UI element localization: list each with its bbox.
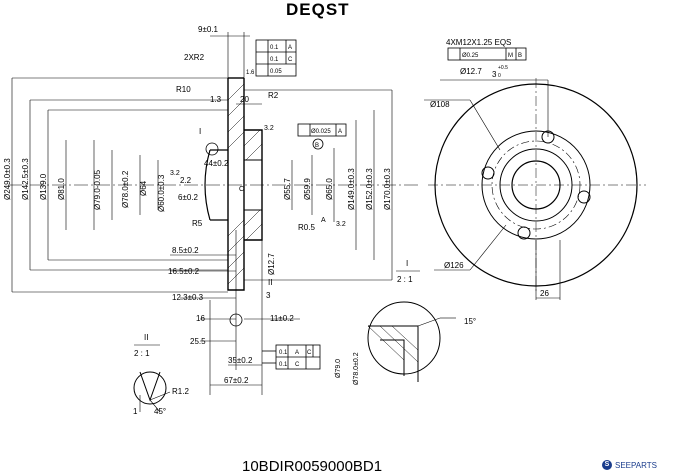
dia-78: Ø78.0±0.2: [121, 170, 130, 208]
tol-top-1: 0.1: [270, 45, 279, 51]
dim-3-2-inner: 3.2: [170, 170, 180, 177]
thread-spec: 4XM12X1.25 EQS: [446, 38, 511, 47]
detail-i-scale: 2 : 1: [397, 275, 413, 284]
detail-i-label: I: [406, 259, 408, 268]
seeparts-logo-icon: S: [602, 460, 612, 470]
position-tol-mmc: M: [508, 53, 513, 59]
dim-3-2: 3.2: [264, 125, 274, 132]
counterbore-tol-upper: +0.5: [498, 65, 508, 71]
detail-i-marker: [205, 142, 219, 156]
dia-152: Ø152.0±0.3: [365, 168, 374, 210]
dim-3-2-right: 3.2: [336, 221, 346, 228]
dim-r2: R2: [268, 91, 279, 100]
dim-35: 35±0.2: [228, 356, 253, 365]
part-number: 10BDIR0059000BD1: [242, 458, 383, 475]
tol-bot-datum-c2: C: [295, 362, 300, 368]
runout-value: Ø0.025: [311, 129, 331, 135]
tol-top-2: 0.1: [270, 57, 279, 63]
left-dim-lines: [11, 77, 228, 293]
bolt-holes: [481, 130, 591, 240]
dim-16-5: 16.5±0.2: [168, 267, 200, 276]
dia-139: Ø139.0: [39, 173, 48, 200]
width-26: 26: [540, 289, 549, 298]
runout-datum: A: [338, 129, 342, 135]
dim-44: 44±0.2: [204, 159, 229, 168]
tol-top-datum-c: C: [288, 57, 293, 63]
tol-bot-datum-a: A: [295, 350, 299, 356]
hub-bore: [243, 159, 263, 211]
dim-11: 11±0.2: [270, 314, 294, 323]
section-hatching: [227, 83, 263, 285]
datum-a-label: A: [321, 217, 326, 224]
dia-55-7: Ø55.7: [283, 178, 292, 200]
dim-25-5: 25.5: [190, 337, 206, 346]
detail-ii-label: II: [144, 333, 148, 342]
dim-20: 20: [240, 95, 249, 104]
section-marker-i: I: [199, 127, 201, 136]
dia-65: Ø65.0: [325, 178, 334, 200]
detail-ii-radius: R1.2: [172, 387, 189, 396]
dia-170: Ø170.0±0.3: [383, 168, 392, 210]
dim-dia-79-lower: Ø79.0: [335, 359, 342, 378]
detail-i-view: [367, 301, 456, 382]
dia-81: Ø81.0: [57, 178, 66, 200]
tol-top-datum-a: A: [288, 45, 292, 51]
front-dim-lines: [424, 79, 561, 300]
tol-bot-1: 0.1: [279, 350, 288, 356]
seeparts-watermark: S SEEPARTS: [602, 460, 657, 470]
top-dim-lines: [210, 32, 262, 105]
tolerance-frame-bottom: [262, 344, 321, 370]
counterbore-dia: Ø12.7: [460, 67, 482, 76]
detail-ii-scale: 2 : 1: [134, 349, 150, 358]
dim-12-3: 12.3±0.3: [172, 293, 204, 302]
detail-ii-marker: [229, 313, 243, 327]
counterbore-tol-lower: 0: [498, 73, 501, 79]
dim-r10: R10: [176, 85, 191, 94]
dim-thickness: 9±0.1: [198, 25, 219, 34]
dim-1-6: 1.6: [246, 70, 255, 76]
dim-radius-2xr2: 2XR2: [184, 53, 205, 62]
dim-r0-5: R0.5: [298, 223, 315, 232]
brand-logo: DEQST: [286, 0, 350, 19]
runout-frame: [297, 123, 347, 150]
dia-142-5: Ø142.5±0.3: [21, 158, 30, 200]
position-tol-frame: [447, 47, 527, 61]
section-marker-ii: II: [268, 278, 272, 287]
tol-bot-datum-c: C: [307, 350, 312, 356]
pcd-126: Ø126: [444, 261, 464, 270]
dia-249: Ø249.0±0.3: [3, 158, 12, 200]
dia-79: Ø79.0-0.05: [93, 169, 102, 210]
dia-149: Ø149.0±0.3: [347, 168, 356, 210]
right-dim-lines: [244, 89, 393, 281]
detail-ii-view: [133, 371, 171, 413]
tol-bot-2: 0.1: [279, 362, 288, 368]
counterbore-depth: 3: [492, 70, 497, 79]
dim-6: 6±0.2: [178, 193, 199, 202]
dia-60: Ø60.0±0.3: [157, 174, 166, 212]
dim-2-2: 2.2: [180, 176, 192, 185]
dim-1-3: 1.3: [210, 95, 222, 104]
datum-b-label: B: [315, 143, 319, 149]
position-tol-datum: B: [518, 53, 522, 59]
dim-3: 3: [266, 291, 271, 300]
dim-r5: R5: [192, 219, 203, 228]
dim-67: 67±0.2: [224, 376, 249, 385]
detail-i-angle: 15°: [464, 317, 476, 326]
tol-top-3: 0.05: [270, 69, 282, 75]
tolerance-frame-top: [255, 39, 297, 77]
dim-dia-12-7: Ø12.7: [267, 253, 276, 275]
dim-dia-78-lower: Ø78.0±0.2: [353, 352, 360, 385]
dia-59-9: Ø59.9: [303, 178, 312, 200]
outer-dia-108: Ø108: [430, 100, 450, 109]
dim-8-5: 8.5±0.2: [172, 246, 199, 255]
dia-64: Ø64: [139, 180, 148, 196]
datum-c-label: C: [239, 186, 244, 193]
detail-ii-chamfer: 1: [133, 407, 138, 416]
position-tol-value: Ø0.25: [462, 53, 479, 59]
seeparts-text: SEEPARTS: [615, 460, 657, 470]
detail-ii-angle: 45°: [154, 407, 166, 416]
dim-16: 16: [196, 314, 205, 323]
